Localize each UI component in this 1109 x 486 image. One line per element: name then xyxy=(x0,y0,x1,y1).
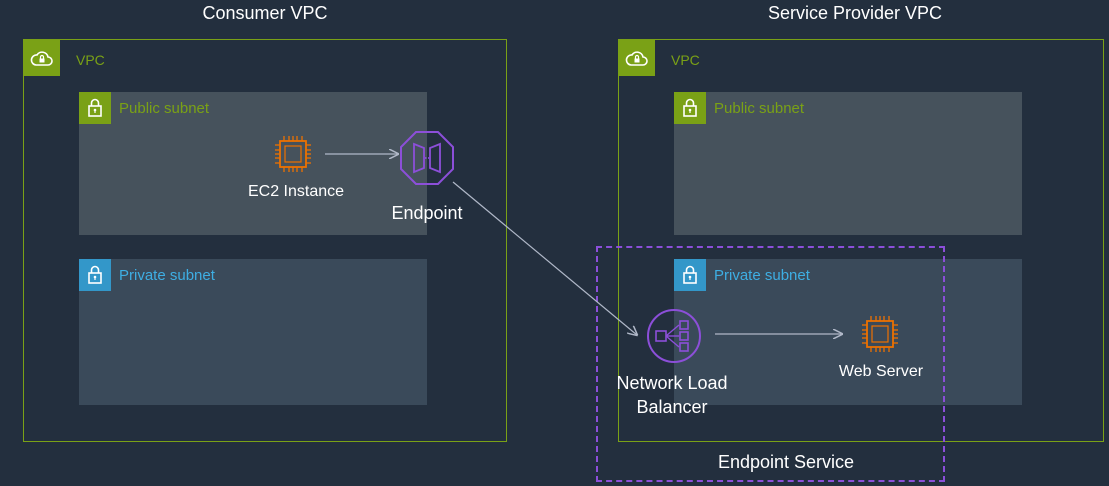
consumer-public-subnet: Public subnet xyxy=(79,92,427,235)
nlb-label-line1: Network Load xyxy=(616,373,728,393)
padlock-icon xyxy=(79,92,111,124)
provider-private-subnet: Private subnet xyxy=(674,259,1022,405)
padlock-icon xyxy=(674,92,706,124)
padlock-icon xyxy=(674,259,706,291)
chip-icon xyxy=(275,136,311,172)
provider-vpc-title: Service Provider VPC xyxy=(767,3,943,23)
ec2-instance-label: EC2 Instance xyxy=(247,183,345,200)
web-server-label: Web Server xyxy=(838,363,924,380)
cloud-lock-icon xyxy=(24,40,60,76)
consumer-private-subnet-label: Private subnet xyxy=(119,267,215,284)
provider-public-subnet-label: Public subnet xyxy=(714,100,805,117)
consumer-public-subnet-label: Public subnet xyxy=(119,100,210,117)
octagon-endpoint-icon xyxy=(400,131,454,185)
consumer-vpc-label: VPC xyxy=(76,52,105,68)
consumer-vpc-title: Consumer VPC xyxy=(202,3,328,23)
arrow-endpoint-to-nlb xyxy=(452,181,637,335)
nlb-label-line2: Balancer xyxy=(636,397,708,417)
consumer-private-subnet: Private subnet xyxy=(79,259,427,405)
endpoint-label: Endpoint xyxy=(391,203,463,223)
load-balancer-icon xyxy=(647,309,701,363)
cloud-lock-icon xyxy=(619,40,655,76)
chip-icon xyxy=(862,316,898,352)
endpoint-service-boundary xyxy=(596,246,945,482)
provider-vpc: VPC xyxy=(618,39,1104,442)
provider-public-subnet: Public subnet xyxy=(674,92,1022,235)
consumer-vpc: VPC xyxy=(23,39,507,442)
padlock-icon xyxy=(79,259,111,291)
provider-vpc-label: VPC xyxy=(671,52,700,68)
provider-private-subnet-label: Private subnet xyxy=(714,267,810,284)
endpoint-service-label: Endpoint Service xyxy=(717,452,855,472)
